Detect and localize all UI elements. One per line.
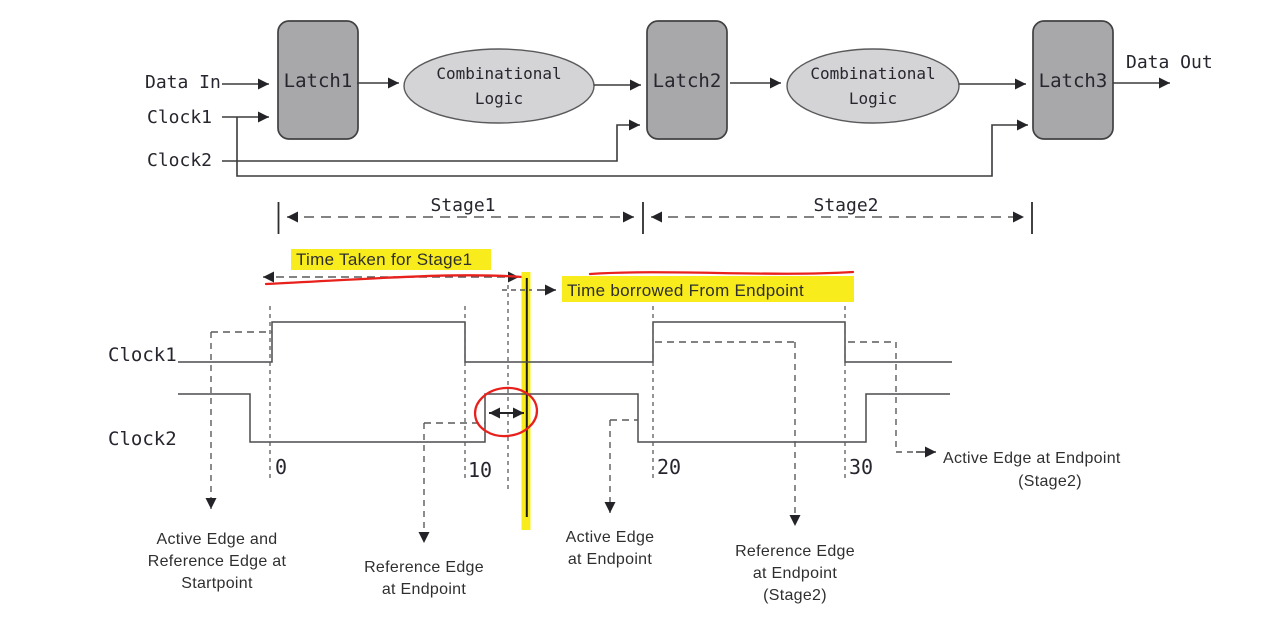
stage2-label: Stage2 [813,195,878,216]
time-callouts: Time Taken for Stage1 Time borrowed From… [263,249,855,530]
active-endpoint-note-line1: Active Edge [566,529,655,546]
active-endpoint-stage2-note-line2: (Stage2) [1018,473,1082,490]
clock1-input-label: Clock1 [147,107,212,128]
tick-30: 30 [849,455,873,479]
ref-endpoint-stage2-note-line3: (Stage2) [763,587,827,604]
active-endpoint-note-line2: at Endpoint [568,551,653,568]
block-diagram: Data In Clock1 Clock2 Latch1 Combination… [145,20,1213,177]
latch1-box [277,20,359,140]
startpoint-note-line3: Startpoint [181,575,253,592]
clock1-wave-label: Clock1 [108,344,177,366]
comb-logic1-ellipse [403,48,595,124]
tick-20: 20 [657,455,681,479]
latch2-label: Latch2 [653,70,722,92]
latch2-box [646,20,728,140]
ref-endpoint-note-line1: Reference Edge [364,559,484,576]
clock2-waveform [178,393,950,443]
tick-0: 0 [275,455,287,479]
clock2-input-label: Clock2 [147,150,212,171]
ref-endpoint-stage2-note-line1: Reference Edge [735,543,855,560]
clock1-waveform [178,321,952,363]
time-borrowed-highlight [562,276,854,302]
stage1-label: Stage1 [430,195,495,216]
clock1-routing-to-latch3 [236,117,1028,177]
red-circle-borrow-interval [473,386,539,438]
clock2-routing-to-latch2 [222,119,640,162]
red-underline-time-taken [264,274,524,286]
ref-endpoint-stage2-note-line2: at Endpoint [753,565,838,582]
comb-logic1-line1: Combinational [436,64,561,83]
latch3-box [1032,20,1114,140]
ref-endpoint-note-line2: at Endpoint [382,581,467,598]
latch1-label: Latch1 [284,70,353,92]
red-underline-time-borrowed [588,270,855,276]
tick-10: 10 [468,458,492,482]
startpoint-note-line2: Reference Edge at [148,553,287,570]
latch3-label: Latch3 [1039,70,1108,92]
stage-markers: Stage1 Stage2 [277,195,1033,234]
time-taken-highlight [291,249,491,270]
data-in-label: Data In [145,72,221,93]
comb-logic2-line1: Combinational [810,64,935,83]
comb-logic1-line2: Logic [475,89,523,108]
comb-logic2-ellipse [786,48,960,124]
comb-logic2-line2: Logic [849,89,897,108]
data-out-label: Data Out [1126,52,1213,73]
time-borrowed-label: Time borrowed From Endpoint [567,281,804,300]
clock2-wave-label: Clock2 [108,428,177,450]
startpoint-note-line1: Active Edge and [156,531,277,548]
edge-annotations: Active Edge and Reference Edge at Startp… [148,450,1121,604]
timing-waveforms: Clock1 Clock2 0 10 20 30 [108,285,952,543]
time-taken-label: Time Taken for Stage1 [296,250,472,269]
active-endpoint-stage2-note-line1: Active Edge at Endpoint [943,450,1121,467]
